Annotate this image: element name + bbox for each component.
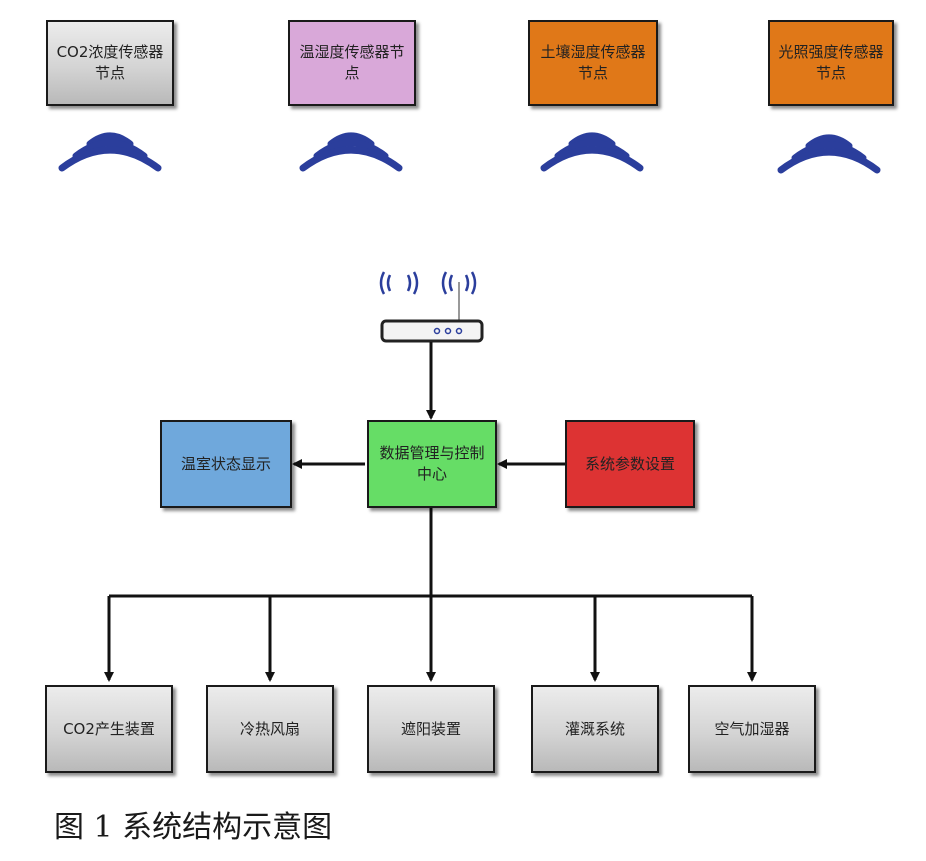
actuator-co2-generator-label: CO2产生装置 — [63, 719, 155, 738]
sensor-node-temp-humidity: 温湿度传感器节点 — [288, 20, 416, 106]
sensor-node-light: 光照强度传感器节点 — [768, 20, 894, 106]
sensor-node-co2: CO2浓度传感器节点 — [46, 20, 174, 106]
system-settings-box: 系统参数设置 — [565, 420, 695, 508]
actuator-humidifier-label: 空气加湿器 — [714, 719, 790, 738]
sensor-node-soil-humidity: 土壤湿度传感器节点 — [528, 20, 658, 106]
sensor-0-wifi-waves-icon — [58, 132, 162, 172]
sensor-node-temp-humidity-label: 温湿度传感器节点 — [299, 43, 405, 82]
system-settings-label: 系统参数设置 — [584, 454, 675, 473]
greenhouse-status-display-box: 温室状态显示 — [160, 420, 292, 508]
actuator-shade-label: 遮阳装置 — [400, 719, 461, 738]
actuator-fan-label: 冷热风扇 — [239, 719, 300, 738]
figure-caption: 图 1 系统结构示意图 — [54, 810, 333, 845]
sensor-2-wifi-waves-icon — [540, 132, 644, 172]
sensor-node-soil-humidity-label: 土壤湿度传感器节点 — [540, 43, 646, 82]
sensor-node-co2-label: CO2浓度传感器节点 — [56, 43, 164, 82]
actuator-co2-generator: CO2产生装置 — [45, 685, 173, 773]
system-structure-diagram — [58, 132, 881, 682]
greenhouse-status-display-label: 温室状态显示 — [180, 454, 271, 473]
actuator-humidifier: 空气加湿器 — [688, 685, 816, 773]
data-control-center-label: 数据管理与控制中心 — [379, 444, 485, 483]
actuator-irrigation-label: 灌溉系统 — [564, 719, 625, 738]
gateway-router-icon — [379, 271, 484, 343]
sensor-3-wifi-waves-icon — [777, 134, 881, 174]
data-control-center-box: 数据管理与控制中心 — [367, 420, 497, 508]
sensor-node-light-label: 光照强度传感器节点 — [778, 43, 884, 82]
actuator-fan: 冷热风扇 — [206, 685, 334, 773]
sensor-1-wifi-waves-icon — [299, 132, 403, 172]
actuator-shade: 遮阳装置 — [367, 685, 495, 773]
actuator-irrigation: 灌溉系统 — [531, 685, 659, 773]
